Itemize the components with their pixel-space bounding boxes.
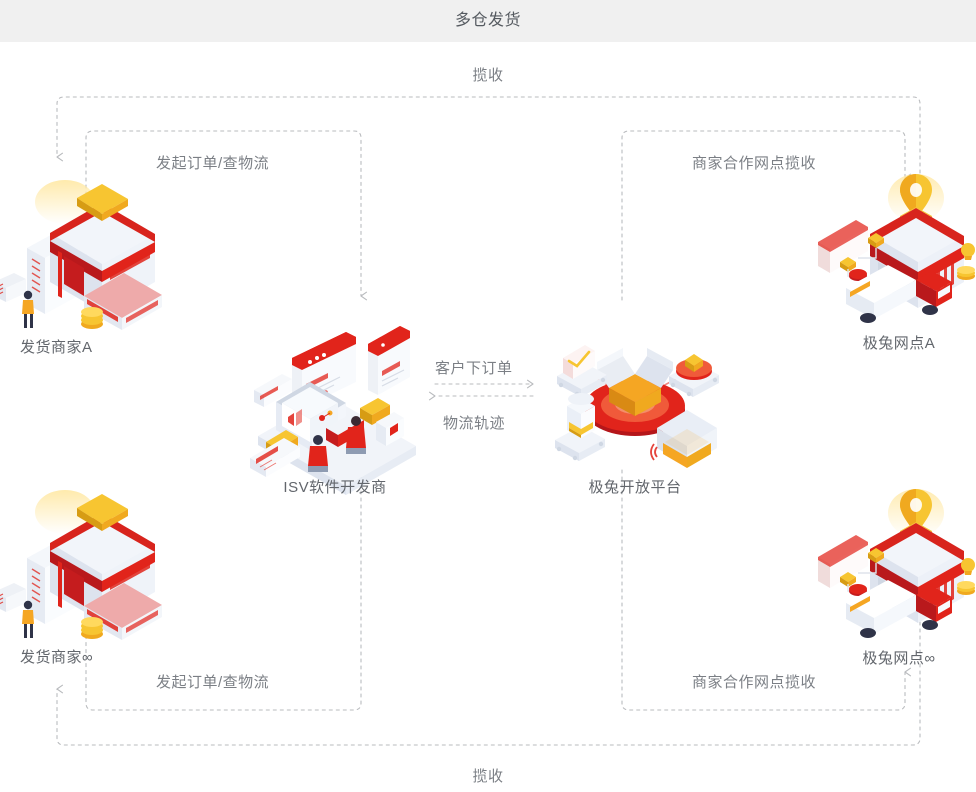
warehouse-illustration	[0, 490, 162, 640]
header-band	[0, 0, 976, 42]
label-bottom-right-pickup: 商家合作网点揽收	[692, 674, 817, 691]
label-center-place-order: 客户下订单	[435, 360, 513, 377]
node-isv[interactable]: ISV软件开发商	[248, 318, 423, 496]
page-title: 多仓发货	[454, 12, 521, 29]
label-bottom-left-order: 发起订单/查物流	[156, 674, 270, 691]
node-station-a[interactable]: 极兔网点A	[812, 170, 976, 352]
label-top-left-order: 发起订单/查物流	[156, 155, 270, 172]
label-top-collect: 揽收	[472, 67, 504, 84]
node-caption-open-platform: 极兔开放平台	[588, 479, 682, 496]
label-top-right-pickup: 商家合作网点揽收	[692, 155, 817, 172]
node-merchant-a[interactable]: 发货商家A	[0, 178, 172, 356]
node-caption-merchant-infinite: 发货商家∞	[20, 649, 94, 666]
open-platform-illustration	[555, 345, 719, 468]
delivery-station-illustration	[818, 489, 975, 638]
warehouse-illustration	[0, 180, 162, 330]
delivery-station-illustration	[818, 174, 975, 323]
node-merchant-infinite[interactable]: 发货商家∞	[0, 488, 172, 666]
node-station-infinite[interactable]: 极兔网点∞	[812, 485, 976, 667]
label-center-tracking: 物流轨迹	[443, 415, 506, 432]
node-open-platform[interactable]: 极兔开放平台	[545, 318, 725, 496]
label-bottom-collect: 揽收	[472, 768, 504, 785]
node-caption-merchant-a: 发货商家A	[20, 339, 93, 356]
node-caption-isv: ISV软件开发商	[283, 479, 387, 496]
route-bottom-outer	[56, 579, 921, 746]
node-caption-station-infinite: 极兔网点∞	[862, 650, 936, 667]
node-caption-station-a: 极兔网点A	[862, 335, 936, 352]
developer-desk-illustration	[250, 326, 416, 495]
